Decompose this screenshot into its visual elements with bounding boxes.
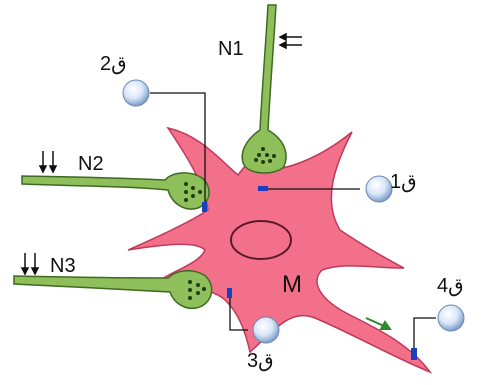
double-left-arrow-icon [280,34,302,48]
nucleus [231,221,291,259]
electrode-2-bulb-icon [123,80,149,106]
double-down-arrow-icon [40,151,56,172]
electrode-3-bulb-icon [253,317,279,343]
electrode-4-probe [411,318,436,360]
label-m: M [282,271,302,298]
label-n1: N1 [218,38,244,60]
label-electrode-4: ق4 [437,275,464,297]
electrode-1-bulb-icon [366,176,392,202]
double-down-arrow-icon [22,253,38,274]
label-n3: N3 [50,255,76,277]
neuron-n3-axon [14,271,212,309]
label-electrode-1: ق1 [390,171,417,193]
neuron-n2-axon [22,173,209,209]
label-electrode-3: ق3 [247,350,274,372]
label-n2: N2 [78,153,104,175]
label-electrode-2: ق2 [100,53,127,75]
electrode-4-bulb-icon [438,305,464,331]
